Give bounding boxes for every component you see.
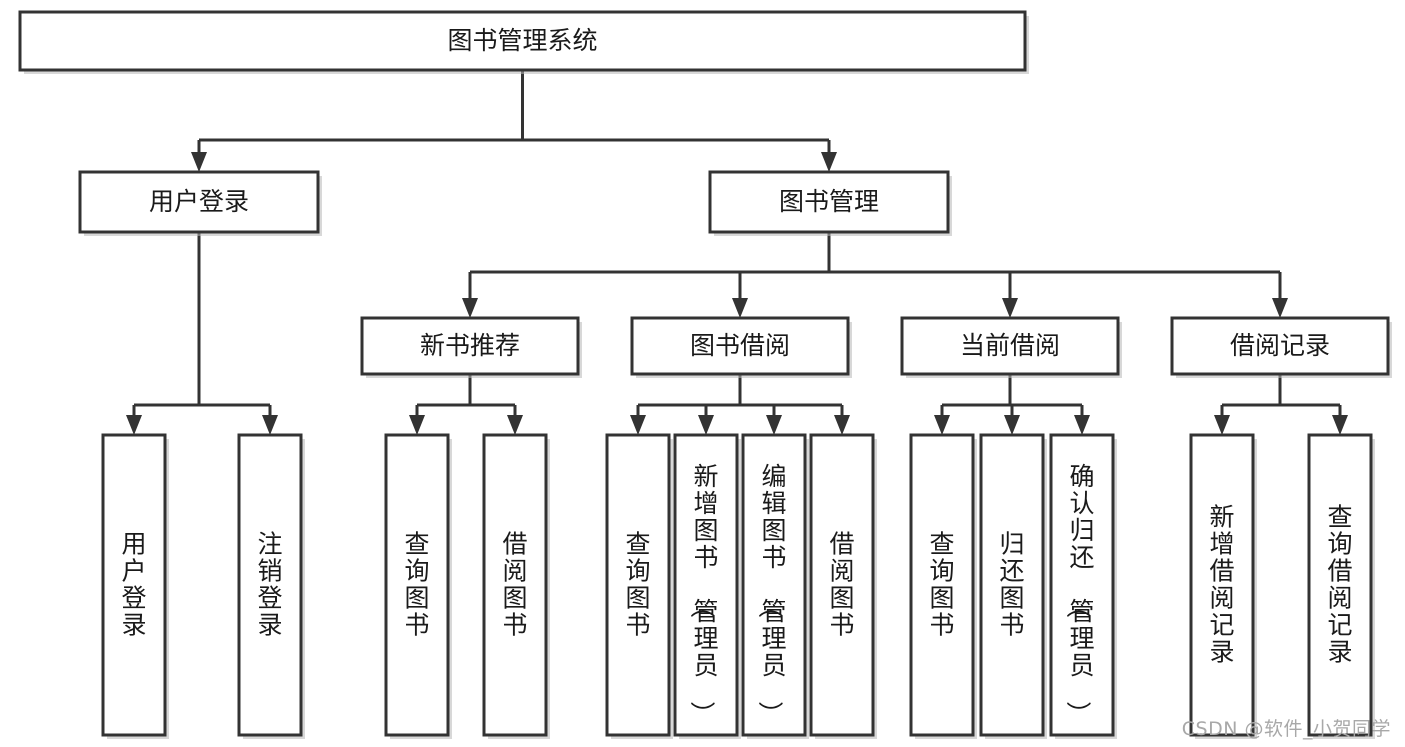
node-box[interactable] [809,433,875,737]
node-box[interactable] [78,170,320,234]
node-f8[interactable]: 借阅图书 [809,433,877,739]
node-f12[interactable]: 新增借阅记录 [1189,433,1257,739]
node-label: 当前借阅 [960,331,1060,360]
node-f6[interactable]: 新增图书（管理员） [673,433,741,739]
node-f3[interactable]: 查询图书 [384,433,452,739]
node-box[interactable] [384,433,450,737]
node-box[interactable] [708,170,950,234]
node-label: 图书管理系统 [447,26,597,55]
node-box[interactable] [900,316,1120,376]
node-box[interactable] [1189,433,1255,737]
node-box[interactable] [979,433,1045,737]
node-label: 图书借阅 [690,331,790,360]
node-label: 查询图书 [929,530,954,640]
node-label: 借阅图书 [502,530,527,640]
node-label: 查询借阅记录 [1327,503,1352,667]
node-box[interactable] [605,433,671,737]
node-label: 图书管理 [779,187,879,216]
node-f1[interactable]: 用户登录 [101,433,169,739]
node-label: 确认归还（管理员） [1063,462,1094,726]
node-label: 编辑图书（管理员） [755,462,786,726]
node-box[interactable] [630,316,850,376]
node-f5[interactable]: 查询图书 [605,433,673,739]
node-label: 新增图书（管理员） [687,462,718,726]
node-f10[interactable]: 归还图书 [979,433,1047,739]
node-box[interactable] [1170,316,1390,376]
node-label: 查询图书 [404,530,429,640]
node-l2b[interactable]: 图书借阅 [630,316,852,378]
node-l1a[interactable]: 用户登录 [78,170,322,236]
node-f11[interactable]: 确认归还（管理员） [1049,433,1117,739]
node-box[interactable] [741,433,807,737]
node-label: 借阅记录 [1230,331,1330,360]
node-box[interactable] [909,433,975,737]
node-label: 归还图书 [999,530,1024,640]
node-l2c[interactable]: 当前借阅 [900,316,1122,378]
node-l2d[interactable]: 借阅记录 [1170,316,1392,378]
node-label: 注销登录 [257,530,282,640]
node-root[interactable]: 图书管理系统 [18,10,1029,74]
node-label: 用户登录 [149,187,249,216]
node-f9[interactable]: 查询图书 [909,433,977,739]
node-label: 查询图书 [625,530,650,640]
node-label: 新增借阅记录 [1209,503,1234,667]
node-f7[interactable]: 编辑图书（管理员） [741,433,809,739]
node-l1b[interactable]: 图书管理 [708,170,952,236]
node-f13[interactable]: 查询借阅记录 [1307,433,1375,739]
node-box[interactable] [101,433,167,737]
node-box[interactable] [18,10,1027,72]
node-f2[interactable]: 注销登录 [237,433,305,739]
node-label: 用户登录 [121,530,146,640]
node-box[interactable] [1049,433,1115,737]
node-label: 借阅图书 [829,530,854,640]
node-box[interactable] [1307,433,1373,737]
node-label: 新书推荐 [420,331,520,360]
node-box[interactable] [360,316,580,376]
node-l2a[interactable]: 新书推荐 [360,316,582,378]
node-f4[interactable]: 借阅图书 [482,433,550,739]
node-box[interactable] [237,433,303,737]
node-box[interactable] [482,433,548,737]
node-box[interactable] [673,433,739,737]
